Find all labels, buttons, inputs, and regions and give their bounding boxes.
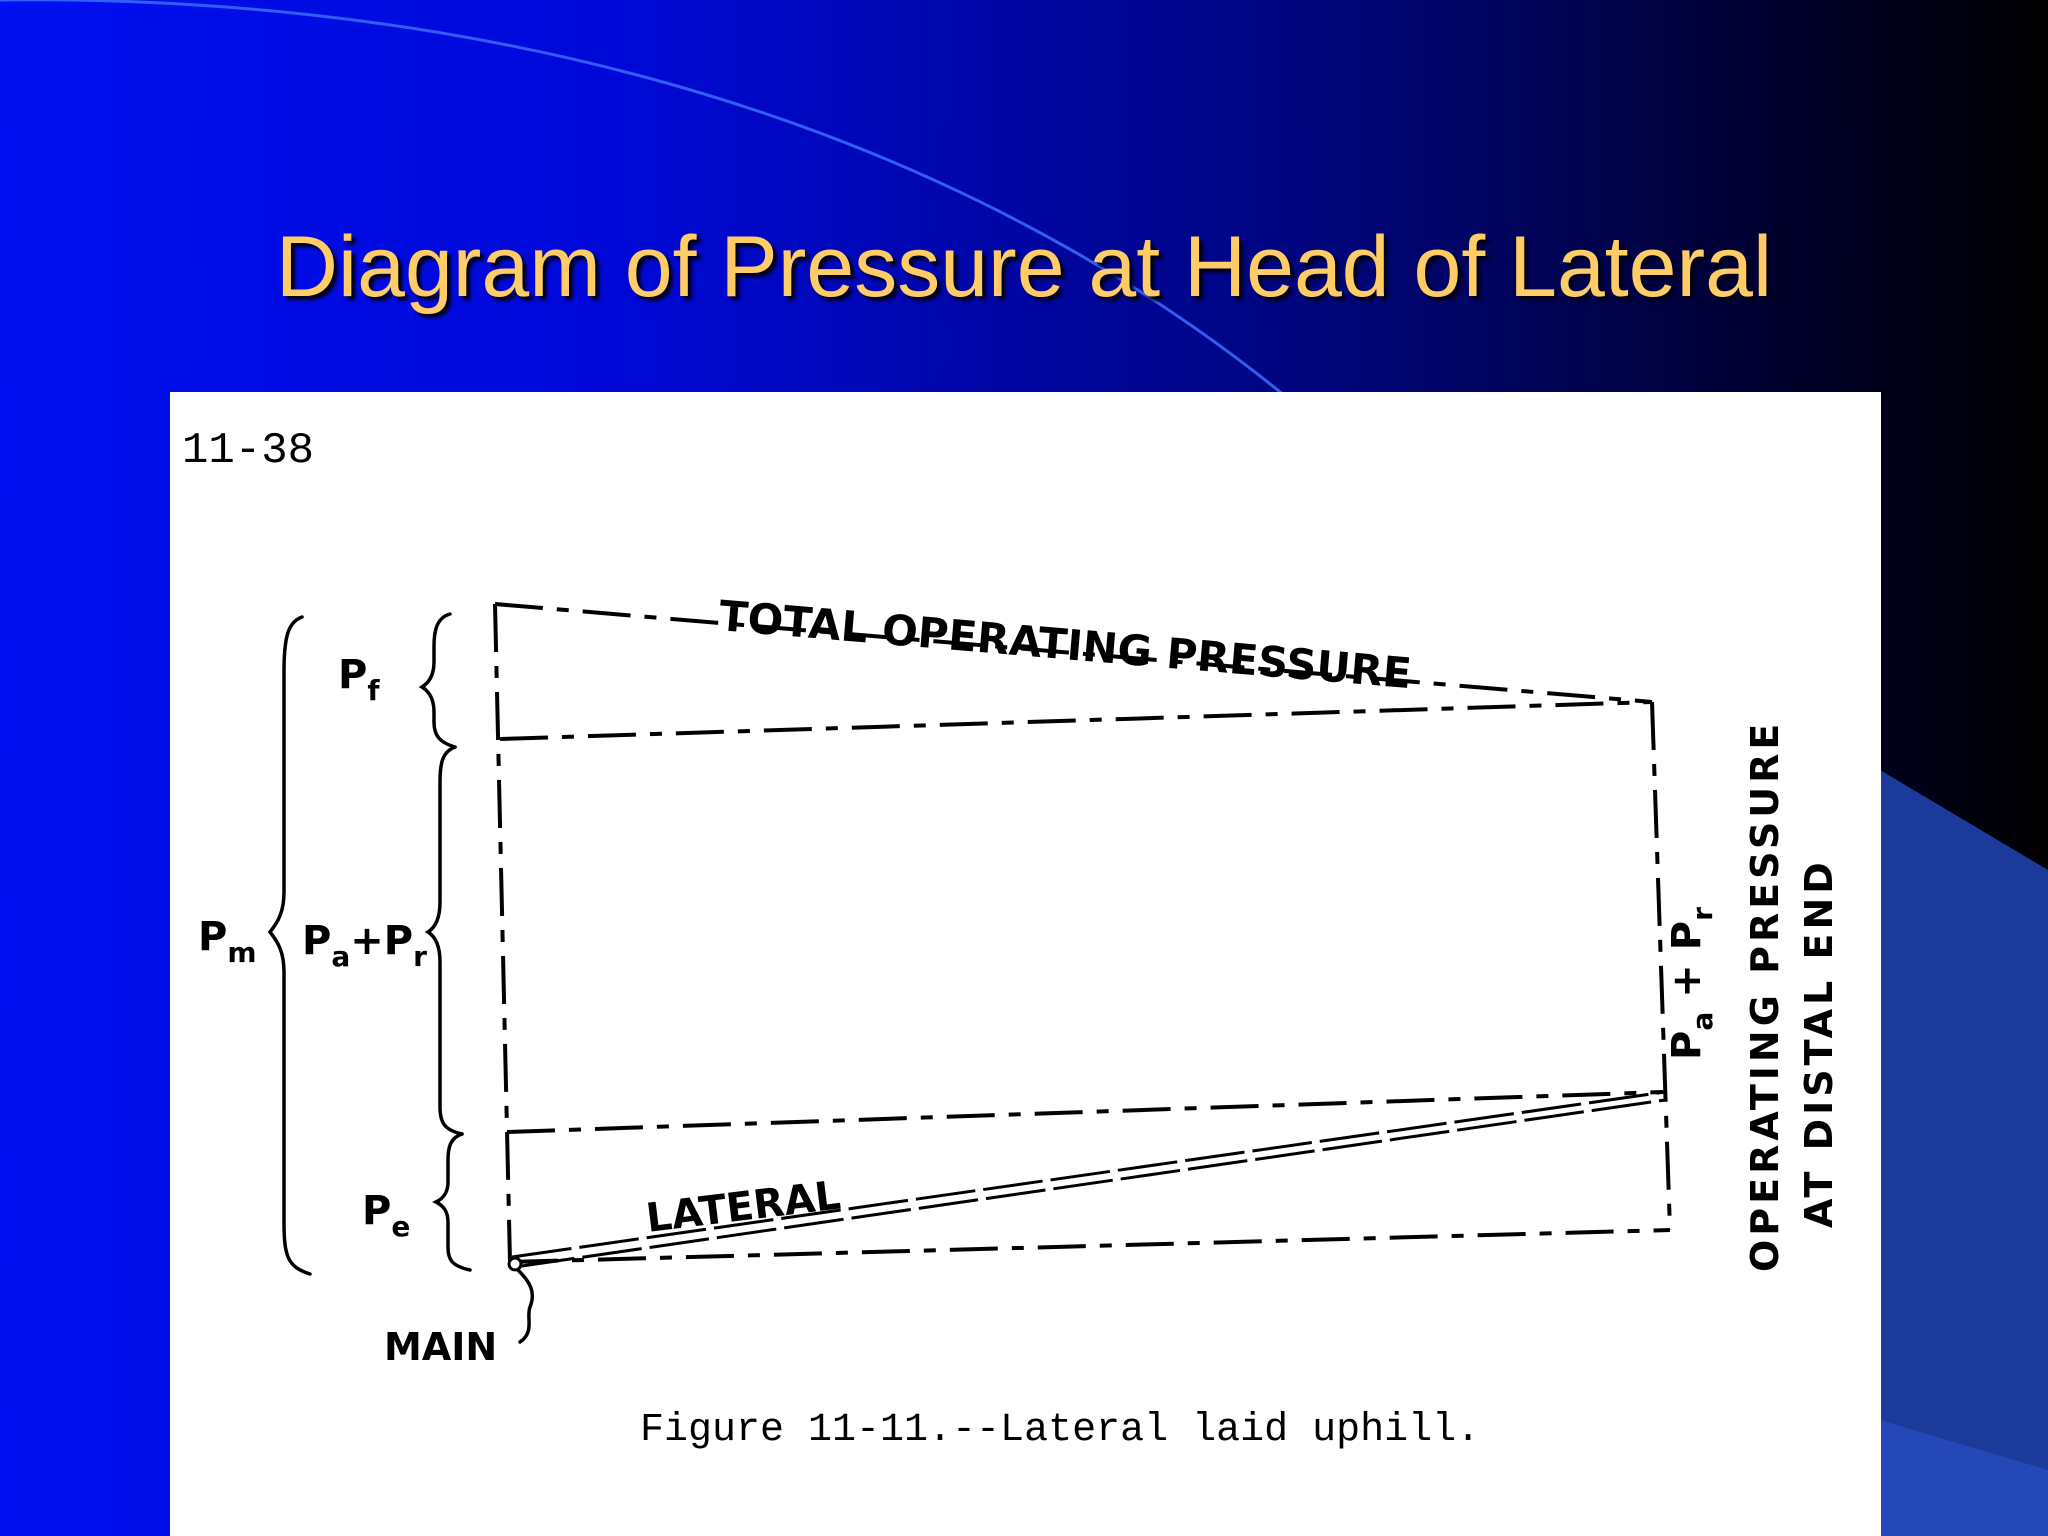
slide-title: Diagram of Pressure at Head of Lateral: [275, 219, 1773, 315]
lateral-pipe-lower: [514, 1098, 1666, 1269]
ground-reference-line: [509, 1228, 1671, 1264]
page-number: 11-38: [182, 426, 314, 476]
pa-pr-brace: [424, 745, 464, 1136]
main-junction: [507, 1256, 523, 1272]
main-label: MAIN: [384, 1325, 497, 1369]
main-leader: [516, 1268, 535, 1344]
pf-level-line: [499, 700, 1653, 741]
pf-label: Pf: [338, 652, 380, 707]
distal-vertical-line: [1650, 701, 1672, 1231]
pe-brace: [432, 1132, 472, 1272]
pressure-diagram: 11-38 TOTAL OPERATING PRESSURE: [182, 426, 1841, 1453]
lateral-label: LATERAL: [644, 1172, 843, 1241]
pm-label: Pm: [198, 914, 257, 969]
figure-caption: Figure 11-11.--Lateral laid uphill.: [640, 1408, 1480, 1453]
pf-brace: [418, 612, 457, 749]
background-arc: [0, 0, 1291, 402]
total-operating-pressure-label: TOTAL OPERATING PRESSURE: [717, 591, 1413, 698]
operating-pressure-label: OPERATING PRESSURE: [1743, 720, 1787, 1272]
background-corner-highlight: [1880, 1420, 2048, 1536]
pe-label: Pe: [362, 1188, 410, 1243]
background-corner-shape: [1880, 770, 2048, 1536]
total-operating-pressure-line: [494, 602, 1653, 704]
at-distal-end-label: AT DISTAL END: [1797, 858, 1841, 1228]
pa-pr-level-line: [506, 1090, 1664, 1134]
lateral-pipe-upper: [511, 1090, 1666, 1259]
pm-brace: [267, 615, 312, 1276]
figure-panel: 11-38 TOTAL OPERATING PRESSURE: [170, 392, 1881, 1536]
distal-pa-pr-label: Pa+Pr: [1664, 907, 1719, 1060]
pa-pr-label: Pa+Pr: [302, 918, 427, 973]
head-vertical-line: [493, 603, 512, 1263]
